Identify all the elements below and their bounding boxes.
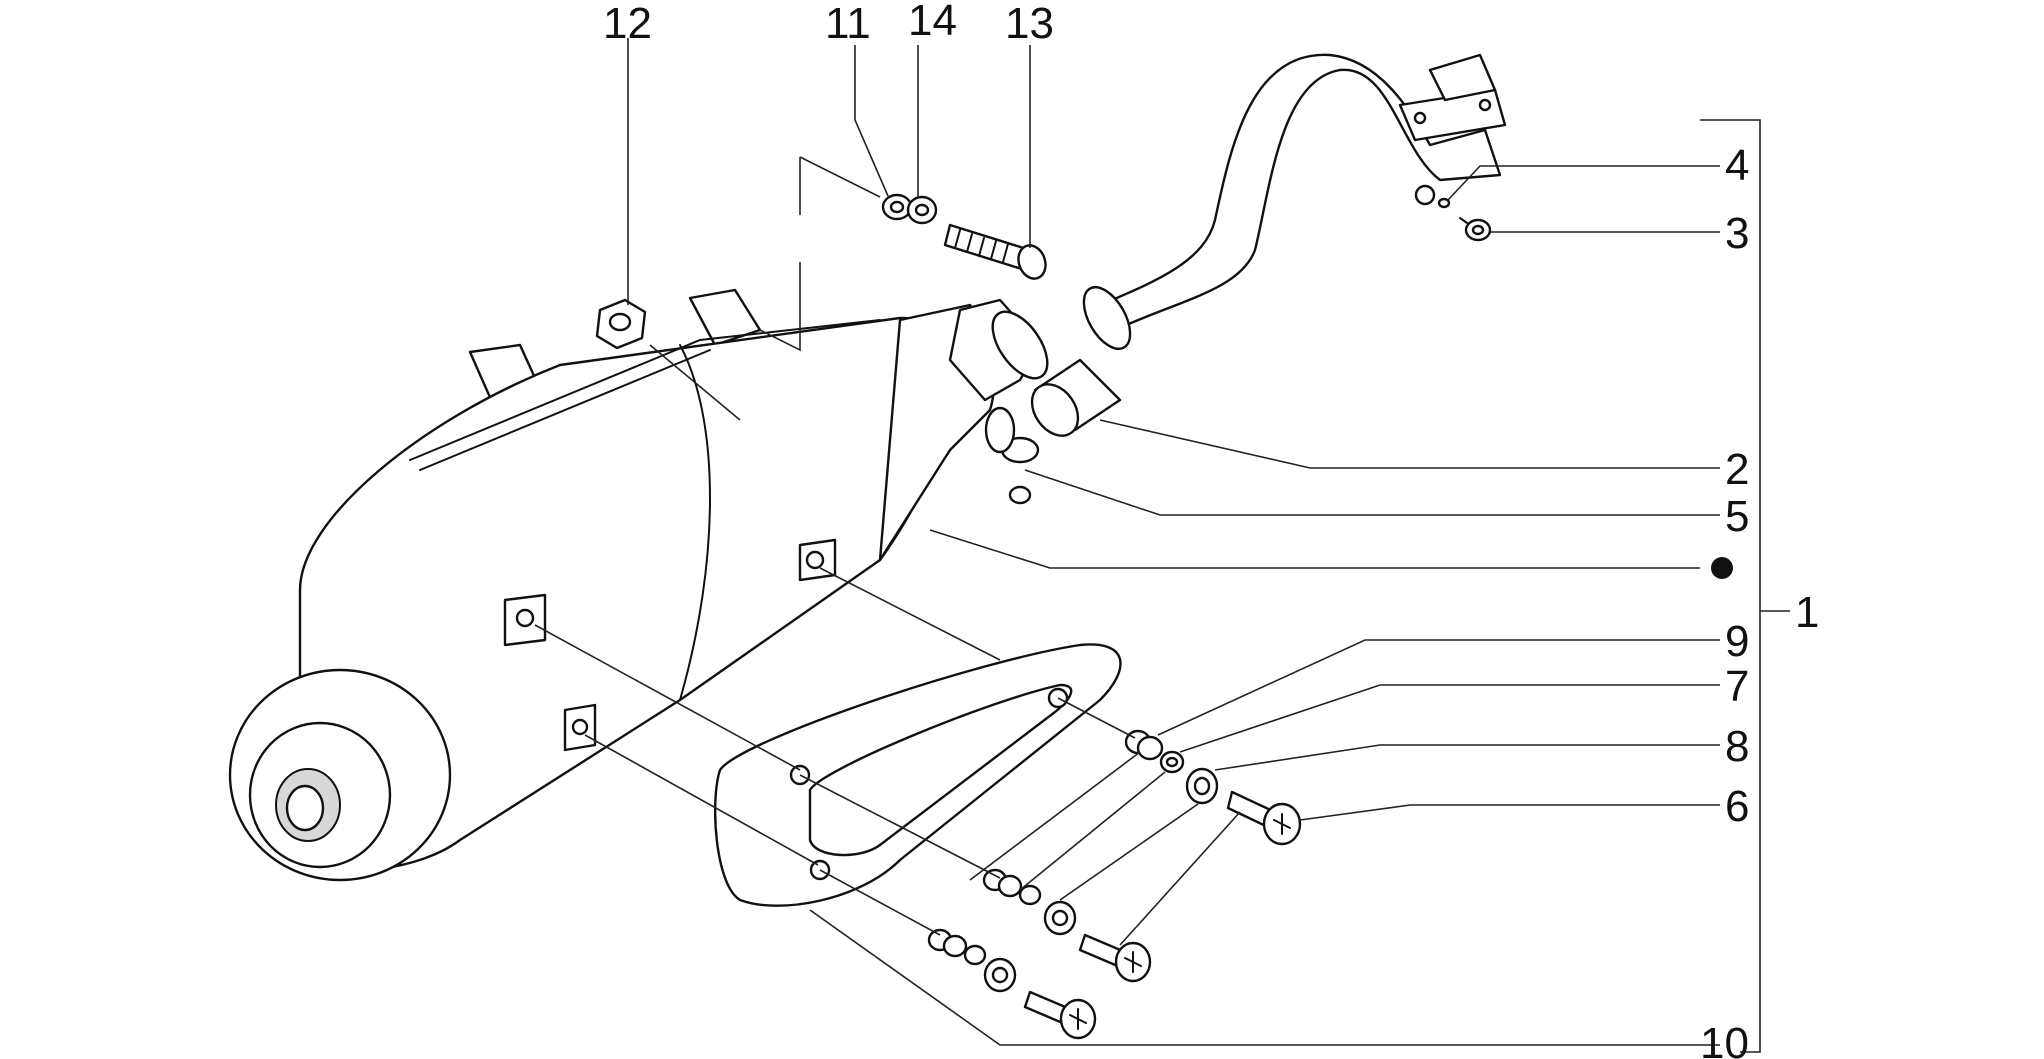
spacer-part-9 [1124, 729, 1164, 761]
callout-6: 6 [1725, 782, 1749, 831]
lower-hardware-set-b [927, 928, 1097, 1040]
screw-part-3 [1459, 217, 1492, 242]
callout-8: 8 [1725, 722, 1749, 771]
callout-2: 2 [1725, 445, 1749, 494]
filled-circle-icon [1711, 557, 1733, 579]
washer-part-4 [1437, 197, 1451, 209]
exhaust-pipe [1082, 53, 1507, 350]
callout-13: 13 [1005, 0, 1054, 48]
callout-7: 7 [1725, 662, 1749, 711]
washer-part-7 [1159, 750, 1185, 774]
bolt-part-6 [1226, 790, 1302, 846]
inlet-collar [948, 298, 1049, 505]
callout-labels: 12 11 14 13 4 3 2 5 1 9 7 8 6 10 [603, 0, 1819, 1059]
lower-hardware-set-a [982, 868, 1152, 983]
callout-14: 14 [908, 0, 957, 45]
callout-5: 5 [1725, 492, 1749, 541]
washer-part-8 [1185, 767, 1219, 805]
nut-part-12 [595, 298, 647, 350]
callout-10: 10 [1700, 1019, 1749, 1059]
washer-part-14 [906, 195, 938, 225]
callout-4: 4 [1725, 141, 1749, 190]
muffler-body [228, 288, 996, 882]
heat-shield-plate [713, 643, 1122, 907]
gasket-sleeve-part [1030, 358, 1122, 437]
callout-9: 9 [1725, 617, 1749, 666]
leader-lines [534, 38, 1790, 1053]
mounting-studs [503, 538, 837, 752]
bolt-part-13 [943, 223, 1047, 280]
clamp-part [984, 406, 1040, 464]
washer-part-11 [881, 193, 913, 221]
callout-11: 11 [825, 0, 871, 48]
callout-1: 1 [1795, 588, 1819, 637]
callout-3: 3 [1725, 209, 1749, 258]
callout-12: 12 [603, 0, 652, 48]
